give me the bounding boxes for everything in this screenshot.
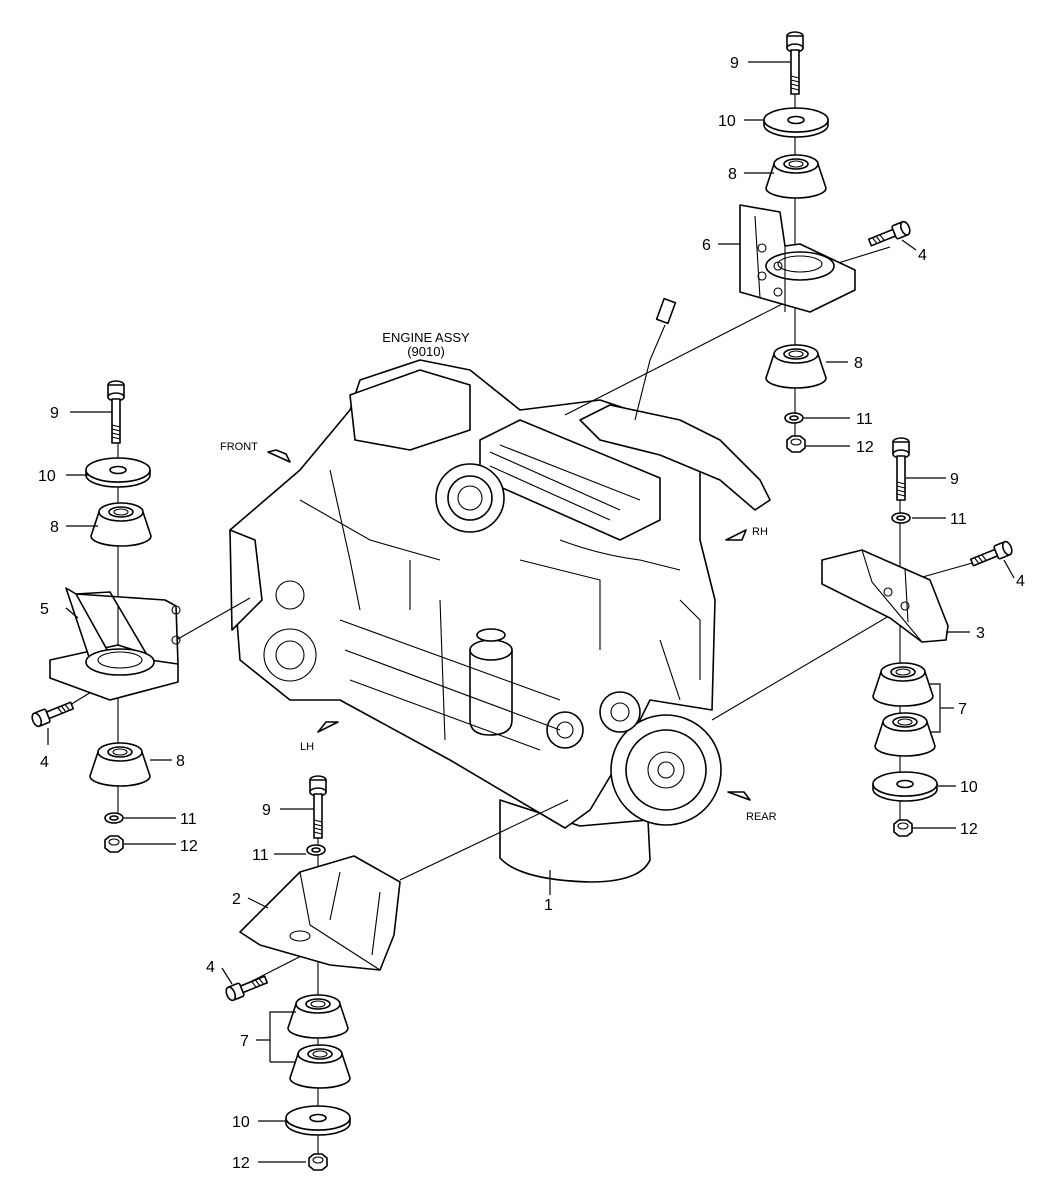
callout-4: 4 xyxy=(918,247,927,264)
callout-9: 9 xyxy=(730,55,739,72)
rear-arrow-icon xyxy=(727,791,751,801)
callout-5: 5 xyxy=(40,601,49,618)
callout-11: 11 xyxy=(180,811,197,828)
callout-9: 9 xyxy=(50,405,59,422)
callout-leaders xyxy=(47,61,1015,1163)
right-mount-stack[interactable] xyxy=(821,437,1015,837)
callout-8: 8 xyxy=(854,355,863,372)
callout-12: 12 xyxy=(232,1155,250,1172)
lh-label: LH xyxy=(300,741,314,753)
callout-7: 7 xyxy=(240,1033,249,1050)
lh-arrow-icon xyxy=(317,721,339,733)
direction-indicators: FRONT RH LH REAR xyxy=(220,441,777,823)
callout-6: 6 xyxy=(702,237,711,254)
callout-10: 10 xyxy=(718,113,736,130)
callout-8: 8 xyxy=(728,166,737,183)
callout-12: 12 xyxy=(180,838,198,855)
engine-title: ENGINE ASSY xyxy=(382,330,470,345)
callout-10: 10 xyxy=(232,1114,250,1131)
callout-8: 8 xyxy=(176,753,185,770)
callout-9: 9 xyxy=(950,471,959,488)
front-label: FRONT xyxy=(220,441,258,453)
callout-numbers: 9 10 8 5 4 8 11 12 9 11 2 4 7 10 12 1 9 … xyxy=(38,55,1025,1172)
callout-8: 8 xyxy=(50,519,59,536)
callout-10: 10 xyxy=(38,468,56,485)
callout-4: 4 xyxy=(40,754,49,771)
callout-9: 9 xyxy=(262,802,271,819)
engine-assembly[interactable] xyxy=(229,297,771,883)
left-mount-stack[interactable] xyxy=(29,380,181,853)
callout-2: 2 xyxy=(232,891,241,908)
callout-11: 11 xyxy=(856,411,873,428)
callout-3: 3 xyxy=(976,625,985,642)
callout-4: 4 xyxy=(206,959,215,976)
callout-11: 11 xyxy=(252,847,269,864)
callout-12: 12 xyxy=(856,439,874,456)
rear-label: REAR xyxy=(746,811,777,823)
bottom-mount-stack[interactable] xyxy=(223,775,401,1171)
callout-4: 4 xyxy=(1016,573,1025,590)
callout-7: 7 xyxy=(958,701,967,718)
engine-code: (9010) xyxy=(407,344,445,359)
front-arrow-icon xyxy=(267,449,291,463)
callout-11: 11 xyxy=(950,511,967,528)
rh-label: RH xyxy=(752,526,768,538)
callout-12: 12 xyxy=(960,821,978,838)
rh-arrow-icon xyxy=(725,529,747,541)
callout-1: 1 xyxy=(544,897,553,914)
callout-10: 10 xyxy=(960,779,978,796)
top-right-mount-stack[interactable] xyxy=(739,31,913,453)
